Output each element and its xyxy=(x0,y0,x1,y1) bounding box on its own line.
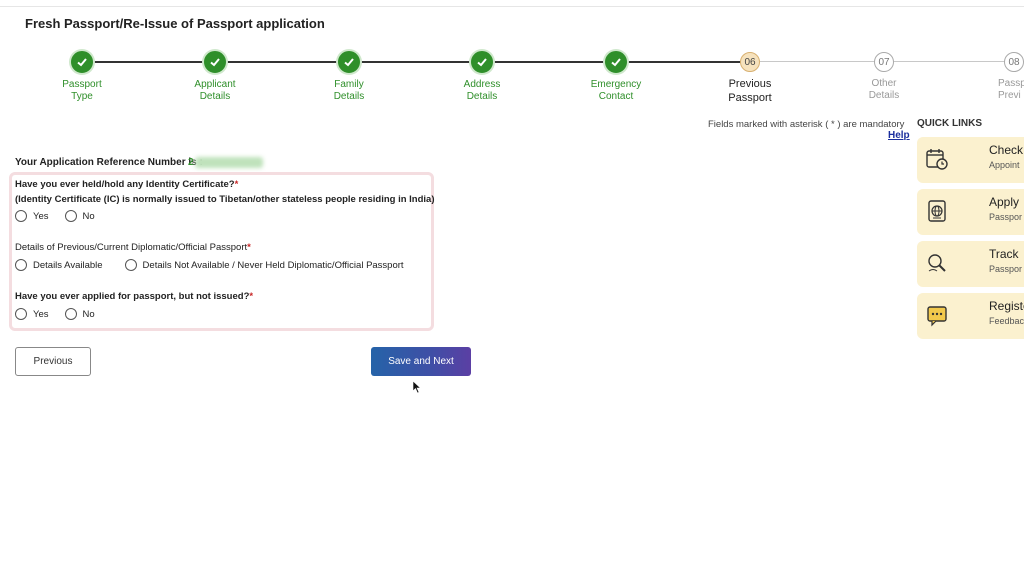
step-number: 06 xyxy=(740,52,760,72)
required-asterisk: * xyxy=(234,179,239,190)
question-text: Have you ever held/hold any Identity Cer… xyxy=(15,179,235,190)
radio-applied-yes[interactable]: Yes xyxy=(15,308,49,320)
step-number: 08 xyxy=(1004,52,1024,72)
question-diplomatic-passport: Details of Previous/Current Diplomatic/O… xyxy=(15,242,251,253)
reference-number-label: Your Application Reference Number is : xyxy=(15,157,203,168)
check-icon xyxy=(471,51,493,73)
quick-link-subtitle: Feedbac xyxy=(989,316,1024,326)
step-label: Passport xyxy=(728,92,772,104)
radio-circle[interactable] xyxy=(124,259,137,271)
radio-circle[interactable] xyxy=(15,308,27,320)
quick-link-check-appointment[interactable]: Check Appoint xyxy=(917,137,1024,183)
reference-number-redacted xyxy=(195,157,263,168)
step-label: Details xyxy=(333,91,365,102)
radio-details-not-available[interactable]: Details Not Available / Never Held Diplo… xyxy=(124,259,404,271)
quick-links-title: QUICK LINKS xyxy=(917,118,982,129)
passport-globe-icon xyxy=(928,200,946,222)
radio-label: Details Available xyxy=(33,259,103,271)
question-identity-certificate: Have you ever held/hold any Identity Cer… xyxy=(15,179,238,190)
previous-button[interactable]: Previous xyxy=(15,347,91,376)
step-number: 07 xyxy=(874,52,894,72)
step-label: Passport xyxy=(62,79,102,90)
question-applied-not-issued: Have you ever applied for passport, but … xyxy=(15,291,253,302)
radio-label: Yes xyxy=(33,210,49,222)
identity-certificate-note: (Identity Certificate (IC) is normally i… xyxy=(15,194,435,205)
quick-link-track-passport[interactable]: Track Passpor xyxy=(917,241,1024,287)
radio-circle[interactable] xyxy=(15,210,27,222)
radio-details-available[interactable]: Details Available xyxy=(15,259,103,271)
step-label: Passp xyxy=(998,78,1024,89)
save-and-next-button[interactable]: Save and Next xyxy=(371,347,471,376)
radio-applied-no[interactable]: No xyxy=(64,308,95,320)
quick-link-title: Check xyxy=(989,143,1024,157)
step-label: Contact xyxy=(598,91,634,102)
diplomatic-passport-options: Details Available Details Not Available … xyxy=(15,259,420,271)
check-icon xyxy=(71,51,93,73)
feedback-icon xyxy=(927,306,947,327)
step-label: Address xyxy=(463,79,501,90)
identity-certificate-options: Yes No xyxy=(15,210,111,222)
track-search-icon xyxy=(928,254,946,272)
quick-link-apply-passport[interactable]: Apply Passpor xyxy=(917,189,1024,235)
step-label: Previ xyxy=(998,90,1021,101)
quick-link-subtitle: Appoint xyxy=(989,160,1020,170)
previous-passport-form xyxy=(9,172,434,331)
radio-label: No xyxy=(82,308,95,320)
applied-not-issued-options: Yes No xyxy=(15,308,111,320)
radio-ic-yes[interactable]: Yes xyxy=(15,210,49,222)
required-asterisk: * xyxy=(247,242,251,253)
quick-link-subtitle: Passpor xyxy=(989,264,1023,274)
step-label: Emergency xyxy=(590,79,642,90)
step-label: Other xyxy=(871,78,897,89)
quick-link-title: Registe xyxy=(989,299,1024,313)
check-icon xyxy=(338,51,360,73)
radio-circle[interactable] xyxy=(64,308,77,320)
quick-link-title: Apply xyxy=(989,195,1020,209)
check-icon xyxy=(204,51,226,73)
top-divider xyxy=(0,6,1024,7)
quick-link-subtitle: Passpor xyxy=(989,212,1023,222)
mouse-cursor-icon xyxy=(412,380,422,394)
step-label: Type xyxy=(71,91,93,102)
question-text: Have you ever applied for passport, but … xyxy=(15,291,250,302)
reference-number-value: 2 xyxy=(188,157,194,168)
radio-circle[interactable] xyxy=(64,210,77,222)
radio-label: Yes xyxy=(33,308,49,320)
radio-label: Details Not Available / Never Held Diplo… xyxy=(142,259,404,271)
help-link[interactable]: Help xyxy=(888,130,910,141)
question-text: Details of Previous/Current Diplomatic/O… xyxy=(15,242,248,253)
radio-label: No xyxy=(82,210,95,222)
calendar-clock-icon xyxy=(926,149,948,170)
required-asterisk: * xyxy=(249,291,254,302)
radio-ic-no[interactable]: No xyxy=(64,210,95,222)
radio-circle[interactable] xyxy=(15,259,27,271)
quick-link-register-feedback[interactable]: Registe Feedbac xyxy=(917,293,1024,339)
mandatory-fields-note: Fields marked with asterisk ( * ) are ma… xyxy=(708,119,905,130)
step-label: Details xyxy=(868,90,900,101)
stepper-line-completed xyxy=(82,61,750,63)
step-label: Details xyxy=(466,91,498,102)
check-icon xyxy=(605,51,627,73)
step-label: Applicant xyxy=(194,79,236,90)
step-label: Previous xyxy=(728,78,772,90)
step-label: Family xyxy=(334,79,364,90)
step-label: Details xyxy=(199,91,231,102)
page-title: Fresh Passport/Re-Issue of Passport appl… xyxy=(25,16,325,31)
quick-link-title: Track xyxy=(989,247,1019,261)
